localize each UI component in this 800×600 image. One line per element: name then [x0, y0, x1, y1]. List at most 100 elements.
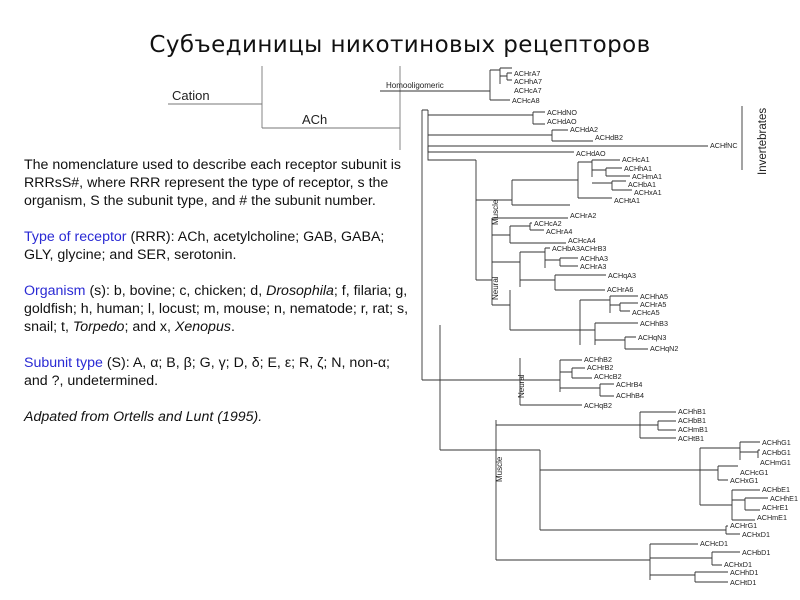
- leaf-label: ACHrA2: [570, 211, 596, 220]
- branch: [578, 159, 632, 191]
- leaf-label: ACHhA5: [640, 292, 668, 301]
- branch: [492, 217, 568, 244]
- leaf-label: ACHbA3: [552, 244, 580, 253]
- leaf-label: ACHbD1: [742, 548, 770, 557]
- branch: [512, 197, 612, 206]
- leaf-label: ACHxA1: [634, 188, 662, 197]
- muscle-group-label: Muscle: [491, 199, 500, 225]
- leaf-label: ACHcA1: [622, 155, 650, 164]
- branch: [428, 129, 593, 142]
- leaf-label: ACHcA8: [512, 96, 540, 105]
- ach-label: ACh: [302, 112, 327, 127]
- branch: [440, 358, 521, 405]
- leaf-label: ACHrB3: [580, 244, 606, 253]
- leaf-label: ACHqA3: [608, 271, 636, 280]
- leaf-label: ACHqN3: [638, 333, 666, 342]
- leaf-label: ACHhB3: [640, 319, 668, 328]
- leaf-label: ACHxG1: [730, 476, 758, 485]
- branch: [540, 525, 740, 535]
- leaf-label: ACHcA7: [514, 86, 542, 95]
- leaf-label: ACHrB4: [616, 380, 642, 389]
- leaf-label: ACHdAO: [547, 117, 577, 126]
- invertebrates-label: Invertebrates: [757, 108, 769, 175]
- branch: [476, 180, 513, 205]
- leaf-label: ACHcA5: [632, 308, 660, 317]
- leaf-label: ACHdB2: [595, 133, 623, 142]
- organism-text-b: ; f, filaria; g, goldfish; h, human; l, …: [24, 283, 409, 335]
- paragraph-organism: Organism (s): b, bovine; c, chicken; d, …: [24, 282, 409, 336]
- page-title: Субъединицы никотиновых рецепторов: [149, 32, 651, 58]
- leaf-label: ACHhG1: [762, 438, 791, 447]
- keyword-subunit-type: Subunit type: [24, 355, 103, 371]
- keyword-organism: Organism: [24, 283, 86, 299]
- homooligomeric-label: Homooligomeric: [386, 81, 444, 90]
- leaf-label: ACHcD1: [700, 539, 728, 548]
- organism-torpedo: Torpedo: [72, 319, 125, 335]
- leaf-label: ACHhE1: [770, 494, 798, 503]
- paragraph-nomenclature: The nomenclature used to describe each r…: [24, 157, 401, 209]
- branch: [496, 543, 740, 583]
- muscle-nonalpha-group-label: Muscle: [495, 456, 504, 482]
- branch: [512, 162, 579, 198]
- leaf-label: ACHhA7: [514, 77, 542, 86]
- muscle-nonalpha-clade: [440, 411, 768, 583]
- leaf-label: ACHbG1: [762, 448, 791, 457]
- leaf-label: ACHhB4: [616, 391, 644, 400]
- leaf-label: ACHhA3: [580, 254, 608, 263]
- paragraph-subunit-type: Subunit type (S): A, α; B, β; G, γ; D, δ…: [24, 354, 409, 390]
- leaf-label: ACHhB2: [584, 355, 612, 364]
- nomenclature-text: The nomenclature used to describe each r…: [24, 156, 409, 444]
- alpha-clade: [427, 146, 648, 350]
- tree-backbone: [421, 109, 441, 450]
- leaf-label: ACHhA1: [624, 164, 652, 173]
- leaf-label: ACHqB2: [584, 401, 612, 410]
- leaf-label: ACHqN2: [650, 344, 678, 353]
- leaf-label: ACHrA3: [580, 262, 606, 271]
- leaf-label: ACHmB1: [678, 425, 708, 434]
- organism-text-d: .: [230, 319, 235, 335]
- branch: [492, 290, 581, 345]
- leaf-label: ACHrE1: [762, 503, 788, 512]
- paragraph-citation: Adpated from Ortells and Lunt (1995).: [24, 409, 263, 425]
- leaf-label: ACHtD1: [730, 578, 756, 587]
- branch: [496, 411, 676, 439]
- leaf-label: ACHrA7: [514, 69, 540, 78]
- branch: [492, 247, 606, 291]
- receptor-type-text: (RRR): ACh, acetylcholine; GAB, GABA; GL…: [24, 229, 385, 263]
- leaf-label: ACHdNO: [547, 108, 577, 117]
- organism-xenopus: Xenopus: [174, 319, 231, 335]
- branch: [496, 449, 541, 530]
- leaf-label: ACHxD1: [724, 560, 752, 569]
- leaf-label: ACHmG1: [760, 458, 791, 467]
- paragraph-receptor-type: Type of receptor (RRR): ACh, acetylcholi…: [24, 228, 409, 264]
- leaf-label: ACHbB1: [678, 416, 706, 425]
- leaf-label: ACHhD1: [730, 568, 758, 577]
- branch: [700, 465, 738, 481]
- homooligomeric-clade: [380, 67, 512, 101]
- organism-text-c: ; and x,: [124, 319, 175, 335]
- leaf-label: ACHrA6: [607, 285, 633, 294]
- branch: [427, 146, 477, 280]
- branch: [440, 420, 497, 560]
- leaf-label: ACHdA2: [570, 125, 598, 134]
- leaf-label: ACHdAO: [576, 149, 606, 158]
- branch: [700, 489, 768, 521]
- leaf-label: ACHmA1: [632, 172, 662, 181]
- keyword-type-of-receptor: Type of receptor: [24, 229, 127, 245]
- leaf-label: ACHrG1: [730, 521, 757, 530]
- branch: [580, 295, 648, 350]
- leaf-label: ACHbA1: [628, 180, 656, 189]
- leaf-label: ACHrA4: [546, 227, 572, 236]
- cation-ach-branches: [168, 66, 401, 150]
- branch: [490, 67, 512, 84]
- branch: [427, 146, 574, 153]
- branch: [540, 448, 701, 505]
- organism-text-a: (s): b, bovine; c, chicken; d,: [85, 283, 267, 299]
- organism-drosophila: Drosophila: [266, 283, 334, 299]
- leaf-label: ACHfNC: [710, 141, 738, 150]
- leaf-label: ACHrA5: [640, 300, 666, 309]
- leaf-label: ACHcB2: [594, 372, 622, 381]
- branch: [520, 359, 614, 397]
- leaf-label: ACHrB2: [587, 363, 613, 372]
